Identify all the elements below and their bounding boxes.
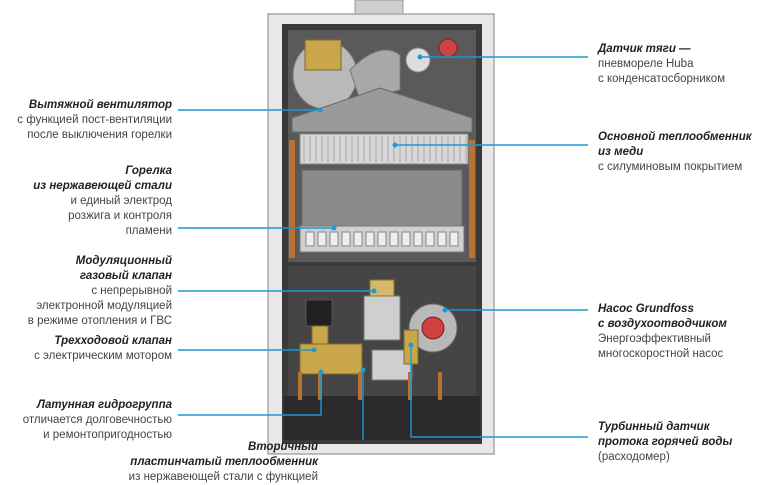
leader-dot — [392, 142, 398, 148]
leader-dot — [318, 369, 324, 375]
three-way-valve-motor — [305, 299, 333, 327]
label-description: с электрическим мотором — [34, 350, 172, 362]
label-description: электронной модуляцией — [36, 300, 172, 312]
label-description: из нержавеющей стали с функцией — [128, 471, 318, 483]
label-burner: Горелка из нержавеющей стали и единый элек… — [33, 164, 172, 239]
gas-valve — [363, 295, 401, 341]
hydro-group — [299, 343, 363, 375]
label-three-way-valve: Трехходовой клапан с электрическим моторо… — [34, 334, 172, 364]
label-title: Вытяжной вентилятор — [28, 99, 172, 111]
leader-dot — [442, 307, 448, 313]
label-description: с конденсатосборником — [598, 73, 726, 85]
label-title: Модуляционный — [75, 255, 172, 267]
label-title: Латунная гидрогруппа — [36, 399, 172, 411]
leader-dot — [317, 107, 323, 113]
label-description: и ремонтопригодностью — [43, 429, 172, 441]
label-description: отличается долговечностью — [22, 414, 172, 426]
label-gas-valve: Модуляционный газовый клапан с непрерывной… — [28, 254, 172, 329]
label-flow-sensor: Турбинный датчик протока горячей воды (рас… — [598, 420, 732, 465]
label-hydro-group: Латунная гидрогруппа отличается долговечн… — [23, 398, 172, 443]
label-title: из меди — [598, 146, 644, 158]
label-description: и единый электрод — [70, 195, 172, 207]
label-description: в режиме отопления и ГВС — [27, 315, 172, 327]
label-title: протока горячей воды — [598, 436, 733, 448]
leader-line-flow-sensor — [410, 345, 588, 438]
label-title: Датчик тяги — — [598, 43, 691, 55]
leader-dot — [360, 367, 366, 373]
label-description: пневмореле Huba — [598, 58, 694, 70]
label-secondary-exchanger: Вторичный пластинчатый теплообменник из не… — [129, 440, 318, 485]
label-title: газовый клапан — [79, 270, 172, 282]
leader-dot — [417, 54, 423, 60]
leader-dot — [331, 225, 337, 231]
leader-line-hydro-group — [178, 372, 322, 416]
label-title: с воздухоотводчиком — [598, 318, 727, 330]
label-description: розжига и контроля — [68, 210, 172, 222]
label-description: Энергоэффективный — [598, 333, 711, 345]
smoke-hood — [291, 87, 473, 133]
label-fan: Вытяжной вентилятор с функцией пост-венти… — [17, 98, 172, 143]
label-title: Горелка — [125, 165, 172, 177]
label-title: Насос Grundfoss — [598, 303, 694, 315]
label-title: Вторичный — [248, 441, 318, 453]
leader-dot — [408, 342, 414, 348]
label-title: Основной теплообменник — [598, 131, 752, 143]
label-title: из нержавеющей стали — [33, 180, 172, 192]
label-description: пламени — [125, 225, 172, 237]
label-description: с силуминовым покрытием — [598, 161, 743, 173]
label-description: многоскоростной насос — [598, 348, 724, 360]
label-title: пластинчатый теплообменник — [130, 456, 318, 468]
main-heat-exchanger — [299, 133, 469, 165]
label-heat-exchanger: Основной теплообменник из меди с силуминов… — [598, 130, 752, 175]
fan-motor — [304, 39, 342, 71]
leader-dot — [311, 347, 317, 353]
leader-dot — [371, 288, 377, 294]
label-description: с непрерывной — [91, 285, 172, 297]
label-draft-sensor: Датчик тяги — пневмореле Huba с конденсато… — [598, 42, 725, 87]
label-title: Турбинный датчик — [598, 421, 710, 433]
label-description: (расходомер) — [598, 451, 670, 463]
label-title: Трехходовой клапан — [54, 335, 172, 347]
label-description: с функцией пост-вентиляции — [17, 114, 172, 126]
label-description: после выключения горелки — [27, 129, 172, 141]
draft-sensor — [405, 47, 431, 73]
